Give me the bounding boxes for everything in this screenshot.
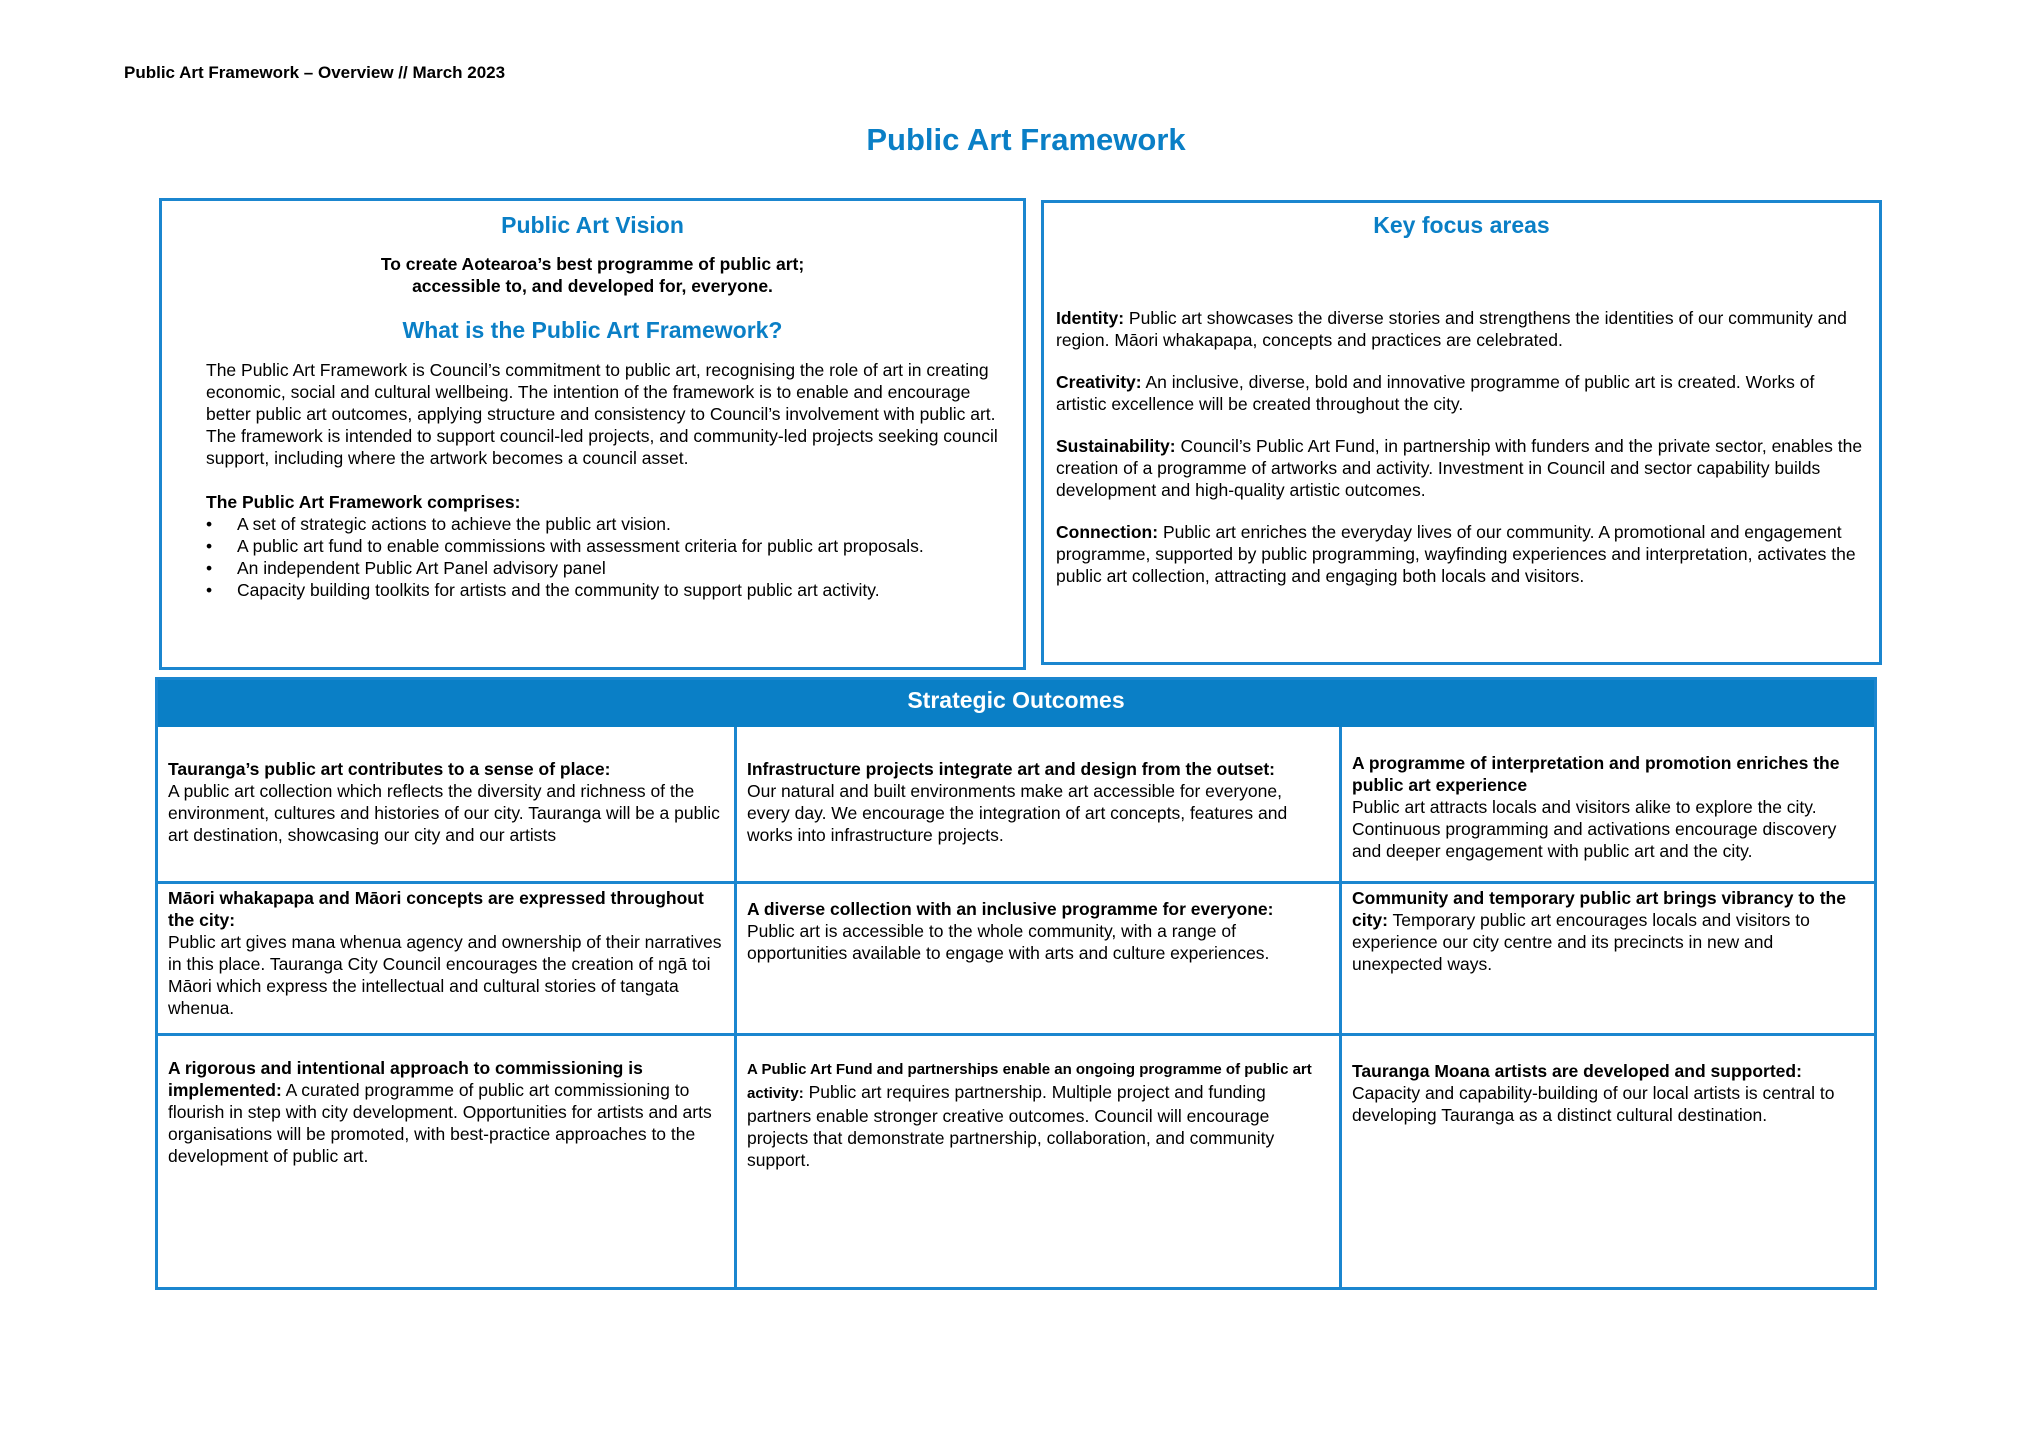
strategic-outcomes-table: Strategic Outcomes Tauranga’s public art… <box>155 677 1877 1290</box>
focus-item-creativity: Creativity: An inclusive, diverse, bold … <box>1056 371 1869 415</box>
outcome-cell: A diverse collection with an inclusive p… <box>737 898 1339 964</box>
focus-item-identity: Identity: Public art showcases the diver… <box>1056 307 1869 351</box>
outcome-text: Capacity and capability-building of our … <box>1352 1083 1835 1125</box>
outcome-text: A curated programme of public art commis… <box>168 1080 712 1166</box>
bullet-icon: • <box>206 558 213 578</box>
outcome-lead: Community and temporary public art bring… <box>1352 888 1846 930</box>
outcome-text: Public art attracts locals and visitors … <box>1352 797 1837 861</box>
vision-heading: Public Art Vision <box>501 212 684 238</box>
outcome-text: Public art is accessible to the whole co… <box>747 921 1270 963</box>
bullet-icon: • <box>206 514 213 534</box>
list-item: • A set of strategic actions to achieve t… <box>206 513 1023 535</box>
document-header: Public Art Framework – Overview // March… <box>124 63 506 82</box>
focus-item-connection: Connection: Public art enriches the ever… <box>1056 521 1869 587</box>
vision-statement-line1: To create Aotearoa’s best programme of p… <box>380 254 805 274</box>
outcome-text: Temporary public art encourages locals a… <box>1352 910 1810 974</box>
outcome-cell: A rigorous and intentional approach to c… <box>158 1057 734 1167</box>
bullet-icon: • <box>206 580 213 600</box>
outcome-lead: Infrastructure projects integrate art an… <box>747 759 1275 779</box>
outcome-text: Our natural and built environments make … <box>747 781 1288 845</box>
outcome-cell: A Public Art Fund and partnerships enabl… <box>737 1057 1339 1171</box>
list-item: • An independent Public Art Panel advisor… <box>206 557 1023 579</box>
what-is-heading: What is the Public Art Framework? <box>402 317 783 343</box>
focus-text: An inclusive, diverse, bold and innovati… <box>1056 372 1815 414</box>
outcome-text: Public art gives mana whenua agency and … <box>168 932 722 1018</box>
focus-label: Identity: <box>1056 308 1125 328</box>
outcome-lead: A diverse collection with an inclusive p… <box>747 899 1274 919</box>
list-item: • Capacity building toolkits for artists … <box>206 579 1023 601</box>
outcome-cell: A programme of interpretation and promot… <box>1342 752 1877 862</box>
vision-panel: Public Art Vision To create Aotearoa’s b… <box>159 198 1026 670</box>
table-divider <box>158 1033 1874 1036</box>
bullet-icon: • <box>206 536 213 556</box>
table-divider <box>158 881 1874 884</box>
list-item: • A public art fund to enable commissions… <box>206 535 1023 557</box>
focus-item-sustainability: Sustainability: Council’s Public Art Fun… <box>1056 435 1869 501</box>
outcome-cell: Tauranga Moana artists are developed and… <box>1342 1060 1877 1126</box>
focus-heading: Key focus areas <box>1373 212 1550 238</box>
table-divider <box>734 727 737 1290</box>
focus-label: Sustainability: <box>1056 436 1176 456</box>
outcome-cell: Community and temporary public art bring… <box>1342 887 1877 975</box>
focus-areas-panel: Key focus areas Identity: Public art sho… <box>1041 200 1882 665</box>
outcome-lead: Tauranga’s public art contributes to a s… <box>168 759 611 779</box>
outcome-lead: A Public Art Fund and partnerships enabl… <box>747 1061 1312 1102</box>
list-item-text: Capacity building toolkits for artists a… <box>237 580 880 600</box>
framework-description: The Public Art Framework is Council’s co… <box>206 360 998 468</box>
table-divider <box>1339 727 1342 1290</box>
comprises-title: The Public Art Framework comprises: <box>206 492 521 512</box>
focus-label: Creativity: <box>1056 372 1142 392</box>
focus-list: Identity: Public art showcases the diver… <box>1044 307 1879 587</box>
outcome-lead: A rigorous and intentional approach to c… <box>168 1058 643 1100</box>
outcome-text: Public art requires partnership. Multipl… <box>747 1082 1275 1170</box>
list-item-text: A public art fund to enable commissions … <box>237 536 924 556</box>
vision-statement: To create Aotearoa’s best programme of p… <box>162 253 1023 297</box>
focus-text: Public art enriches the everyday lives o… <box>1056 522 1856 586</box>
strategic-outcomes-heading: Strategic Outcomes <box>158 680 1874 727</box>
vision-statement-line2: accessible to, and developed for, everyo… <box>412 276 773 296</box>
outcome-lead: Māori whakapapa and Māori concepts are e… <box>168 888 704 930</box>
focus-label: Connection: <box>1056 522 1159 542</box>
page-title: Public Art Framework <box>866 122 1186 157</box>
focus-text: Council’s Public Art Fund, in partnershi… <box>1056 436 1863 500</box>
list-item-text: A set of strategic actions to achieve th… <box>237 514 671 534</box>
focus-text: Public art showcases the diverse stories… <box>1056 308 1847 350</box>
outcome-cell: Tauranga’s public art contributes to a s… <box>158 758 734 846</box>
outcome-cell: Infrastructure projects integrate art an… <box>737 758 1339 846</box>
list-item-text: An independent Public Art Panel advisory… <box>237 558 606 578</box>
outcome-lead: Tauranga Moana artists are developed and… <box>1352 1061 1802 1081</box>
outcome-text: A public art collection which reflects t… <box>168 781 720 845</box>
outcome-cell: Māori whakapapa and Māori concepts are e… <box>158 887 734 1019</box>
comprises-list: • A set of strategic actions to achieve t… <box>162 513 1023 601</box>
outcome-lead: A programme of interpretation and promot… <box>1352 753 1840 795</box>
